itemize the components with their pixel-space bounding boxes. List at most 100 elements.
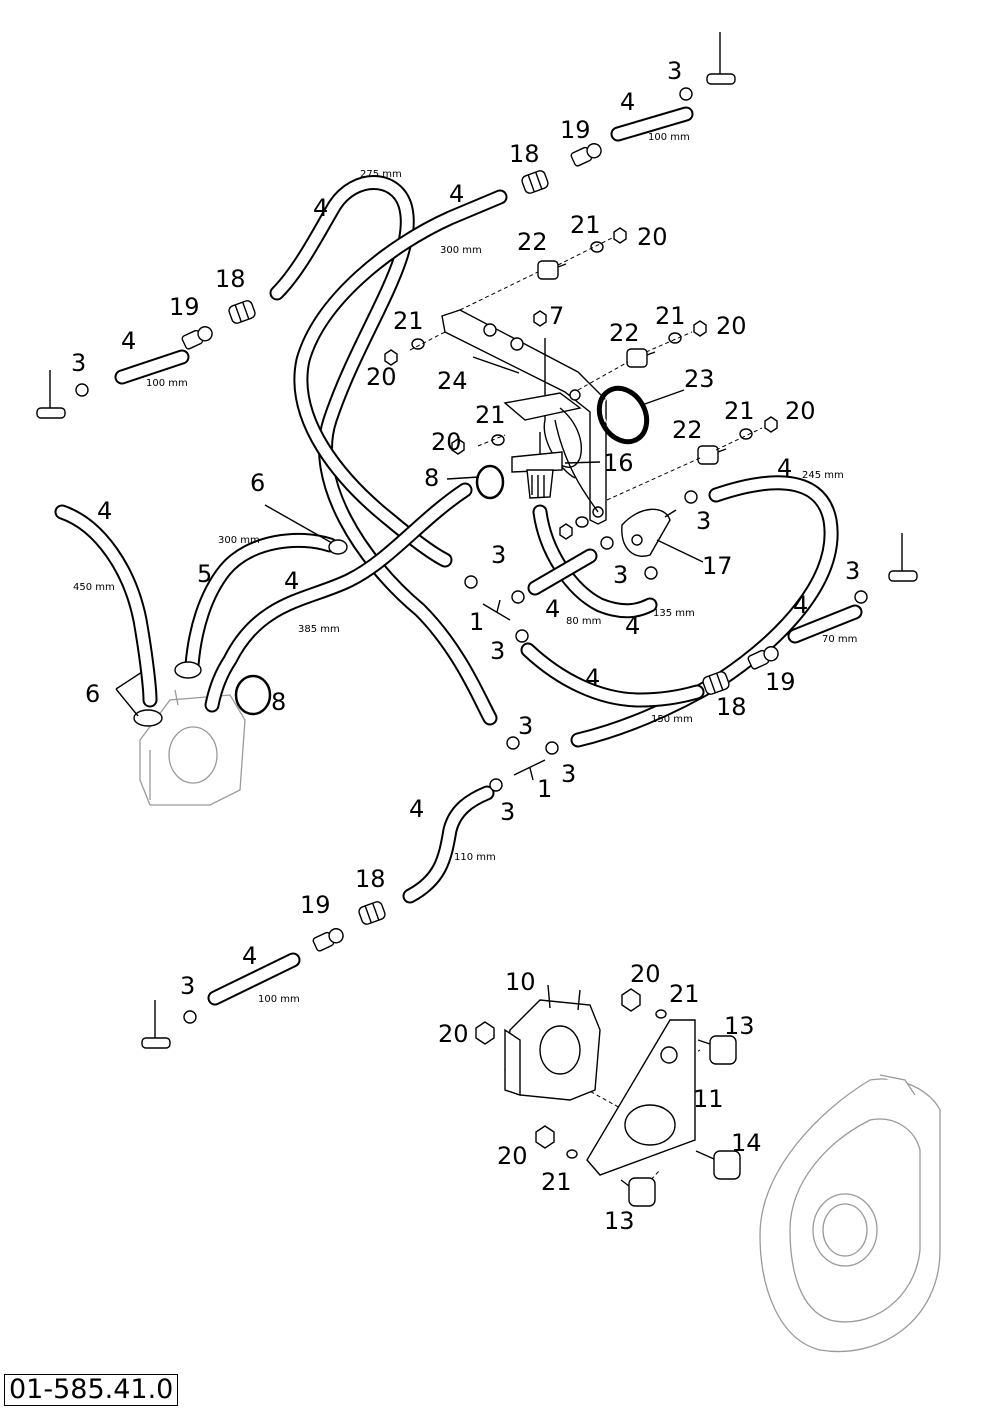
dimension-300mm: 300 mm [218,535,260,546]
fittings [181,143,779,952]
dimension-100mm: 100 mm [146,378,188,389]
callout-10: 10 [505,968,536,996]
short-hoses [114,106,863,1006]
callout-numbers: 3 4 19 18 4 4 22 21 20 18 19 4 3 21 7 22… [71,57,860,1235]
dimension-110mm: 110 mm [454,852,496,863]
callout-20: 20 [497,1142,528,1170]
callout-21: 21 [669,980,700,1008]
dimension-450mm: 450 mm [73,582,115,593]
callout-19: 19 [765,668,796,696]
fuel-filter [511,432,563,499]
callout-1: 1 [469,608,484,636]
callout-16: 16 [603,449,634,477]
callout-4: 4 [313,194,328,222]
dimension-150mm: 150 mm [651,714,693,725]
rings [234,385,650,716]
callout-20: 20 [366,363,397,391]
callout-4: 4 [793,591,808,619]
callout-14: 14 [731,1129,762,1157]
callout-3: 3 [518,712,533,740]
callout-13: 13 [604,1207,635,1235]
dimension-labels: 100 mm 275 mm 300 mm 100 mm 245 mm 300 m… [73,132,857,1005]
dimension-300mm: 300 mm [440,245,482,256]
dimension-385mm: 385 mm [298,624,340,635]
carburetor-cover-outline [759,1074,941,1353]
bracket [441,309,607,525]
callout-21: 21 [475,401,506,429]
callout-3: 3 [491,541,506,569]
dimension-100mm: 100 mm [258,994,300,1005]
nuts-washers [384,227,778,540]
t-pieces [482,599,546,781]
callout-8: 8 [424,464,439,492]
callout-4: 4 [449,180,464,208]
callout-3: 3 [667,57,682,85]
callout-13: 13 [724,1012,755,1040]
callout-21: 21 [541,1168,572,1196]
callout-20: 20 [431,428,462,456]
callout-19: 19 [560,116,591,144]
callout-18: 18 [716,693,747,721]
callout-18: 18 [509,140,540,168]
sensor [621,508,677,557]
callout-3: 3 [180,972,195,1000]
callout-4: 4 [545,595,560,623]
hose-clamps [75,87,868,1024]
callout-23: 23 [684,365,715,393]
callout-21: 21 [724,397,755,425]
callout-3: 3 [696,507,711,535]
callout-21: 21 [393,307,424,335]
callout-22: 22 [609,319,640,347]
clamps-6 [133,539,348,727]
callout-19: 19 [169,293,200,321]
hoses [54,175,839,904]
callout-21: 21 [570,211,601,239]
callout-4: 4 [97,497,112,525]
drawing-number: 01-585.41.0 [4,1374,179,1406]
dimension-135mm: 135 mm [653,608,695,619]
callout-3: 3 [500,798,515,826]
callout-4: 4 [242,942,257,970]
callout-8: 8 [271,688,286,716]
callout-22: 22 [672,416,703,444]
fuel-pump-assembly [475,984,741,1207]
dimension-70mm: 70 mm [822,634,857,645]
callout-1: 1 [537,775,552,803]
dimension-275mm: 275 mm [360,169,402,180]
callout-4: 4 [625,612,640,640]
callout-4: 4 [585,664,600,692]
callout-5: 5 [197,560,212,588]
callout-3: 3 [71,349,86,377]
callout-4: 4 [620,88,635,116]
callout-3: 3 [845,557,860,585]
callout-4: 4 [121,327,136,355]
callout-3: 3 [613,561,628,589]
dimension-245mm: 245 mm [802,470,844,481]
mounting-studs [36,32,918,1049]
callout-22: 22 [517,228,548,256]
callout-20: 20 [630,960,661,988]
callout-4: 4 [777,454,792,482]
callout-6: 6 [250,469,265,497]
callout-19: 19 [300,891,331,919]
rubber-mounts [537,260,727,465]
fuel-pump-grey [139,687,246,806]
callout-4: 4 [284,567,299,595]
callout-20: 20 [438,1020,469,1048]
dimension-80mm: 80 mm [566,616,601,627]
callout-24: 24 [437,367,468,395]
callout-6: 6 [85,680,100,708]
dimension-100mm: 100 mm [648,132,690,143]
callout-20: 20 [637,223,668,251]
callout-3: 3 [561,760,576,788]
callout-20: 20 [716,312,747,340]
callout-18: 18 [355,865,386,893]
callout-21: 21 [655,302,686,330]
callout-18: 18 [215,265,246,293]
callout-17: 17 [702,552,733,580]
callout-3: 3 [490,637,505,665]
callout-20: 20 [785,397,816,425]
callout-4: 4 [409,795,424,823]
callout-11: 11 [693,1085,724,1113]
